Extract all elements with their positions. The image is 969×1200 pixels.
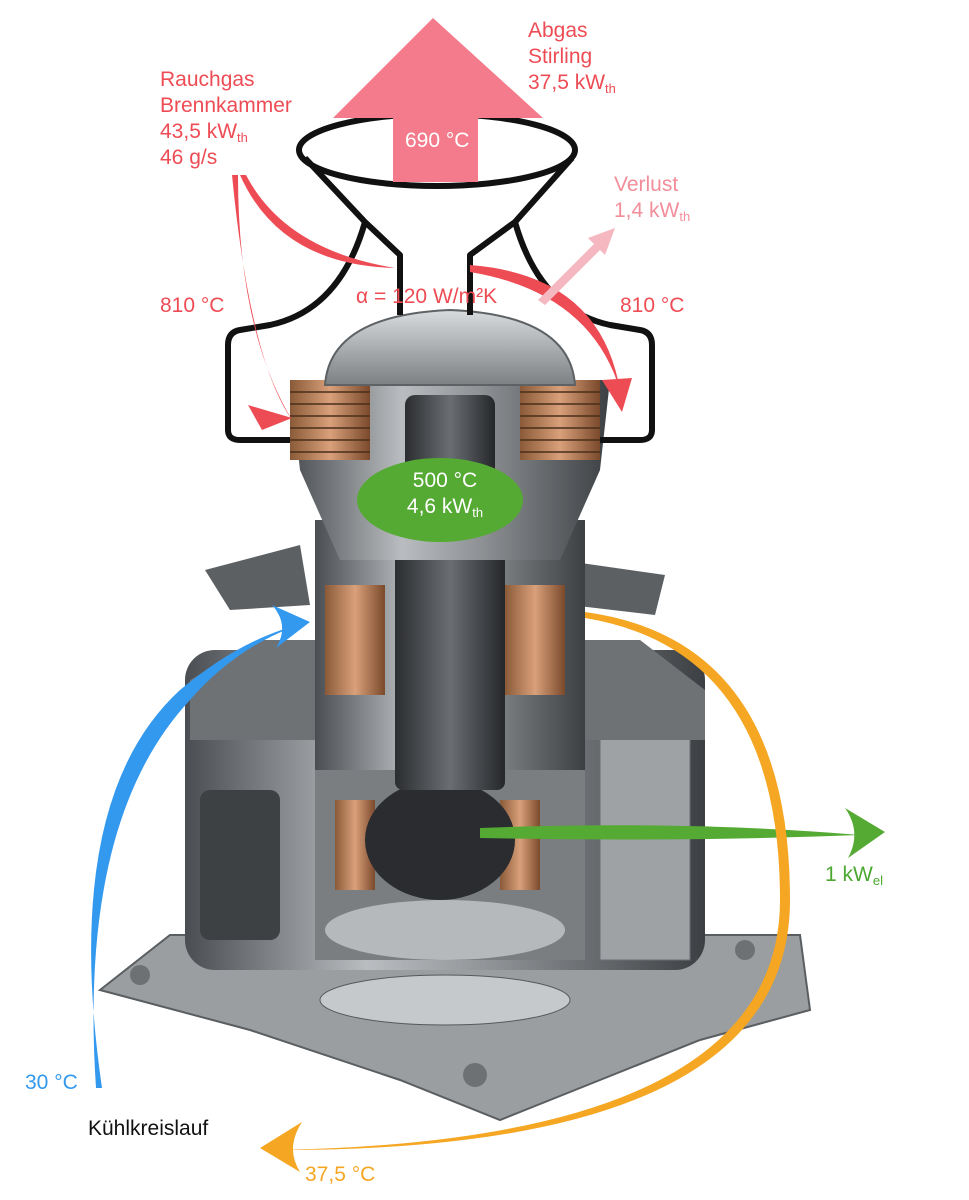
swoosh-arrow-icon <box>91 625 298 1088</box>
swoosh-arrow-icon <box>480 825 860 840</box>
verlust-label: Verlust 1,4 kWth <box>614 173 691 224</box>
lower-ring <box>325 900 565 960</box>
bolt <box>130 965 150 985</box>
swoosh-arrow-icon <box>538 240 605 305</box>
temp-left: 810 °C <box>160 294 225 317</box>
loss-arrow <box>538 228 615 305</box>
regenerator <box>505 585 565 695</box>
arrow-head <box>845 808 885 858</box>
swoosh-arrow-icon <box>240 175 395 268</box>
swoosh-arrow-icon <box>232 175 292 420</box>
heater-fins-right <box>520 380 600 460</box>
flange-tab <box>560 560 665 615</box>
rauchgas-label: Rauchgas Brennkammer 43,5 kWth 46 g/s <box>160 68 292 169</box>
electric-output-label: 1 kWel <box>825 863 883 888</box>
arrow-head <box>272 605 310 648</box>
coolant-circuit-label: Kühlkreislauf <box>88 1117 209 1140</box>
flue-gas-flow-arrows <box>232 175 632 430</box>
heater-dome <box>323 308 577 386</box>
coolant-out-temp: 37,5 °C <box>305 1163 376 1186</box>
flue-gas-duct <box>225 111 655 443</box>
base-ring <box>319 974 571 1026</box>
exhaust-up-arrow <box>333 18 543 182</box>
arrow-head <box>602 378 632 412</box>
flange-tab <box>205 545 310 610</box>
arrow-head <box>260 1122 302 1172</box>
bolt <box>463 1063 487 1087</box>
exhaust-temp: 690 °C <box>405 129 470 152</box>
arrow-head <box>588 228 615 255</box>
fin-lines <box>290 391 600 453</box>
coolant-outlet-arrow <box>260 612 790 1172</box>
heat-transfer-coefficient: α = 120 W/m²K <box>356 285 498 308</box>
coolant-inlet-arrow <box>91 605 310 1088</box>
heater-fins-left <box>290 380 370 460</box>
abgas-label: Abgas Stirling 37,5 kWth <box>528 19 616 96</box>
bolt <box>735 940 755 960</box>
heater-heat-label: 500 °C 4,6 kWth <box>406 469 484 520</box>
heater-heat-bubble <box>357 458 523 542</box>
coolant-in-temp: 30 °C <box>25 1071 78 1094</box>
swoosh-arrow-icon <box>470 265 620 390</box>
arrow-head <box>248 405 292 430</box>
piston-bottom <box>365 780 515 900</box>
temp-right: 810 °C <box>620 294 685 317</box>
electric-output-arrow <box>480 808 885 858</box>
side-block <box>200 790 280 940</box>
regenerator <box>325 585 385 695</box>
piston <box>395 540 505 790</box>
stirling-engine-cutaway <box>97 308 812 1122</box>
